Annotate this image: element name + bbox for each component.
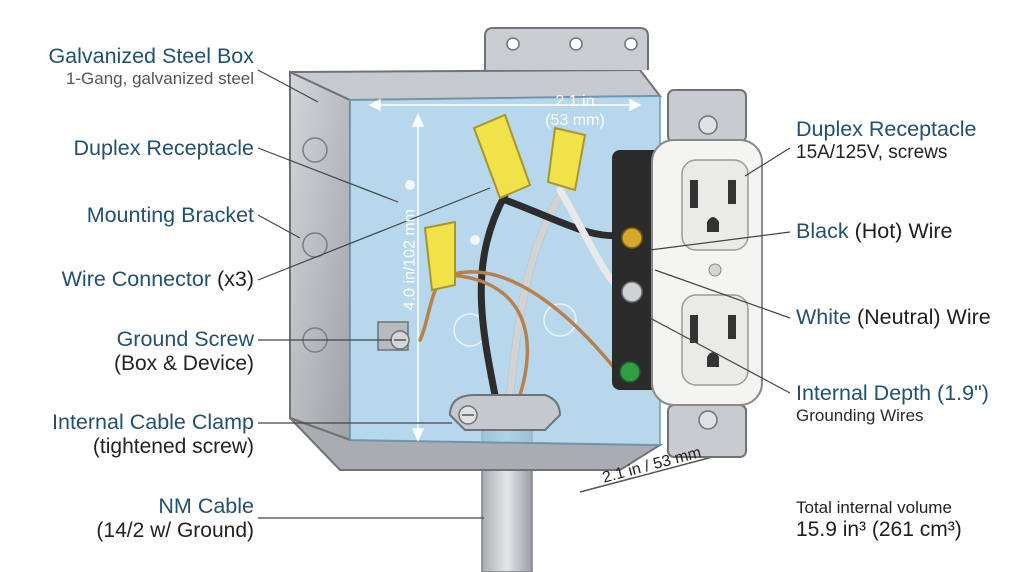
label-secondary: Grounding Wires	[796, 405, 924, 425]
dimension-lines	[368, 98, 721, 493]
dimension-width-imperial: 2.1 in	[555, 93, 595, 110]
label-primary: Ground Screw	[116, 327, 254, 351]
label-secondary: (tightened screw)	[92, 434, 254, 458]
label-primary: Galvanized Steel Box	[48, 44, 254, 68]
label-secondary: (Box & Device)	[113, 351, 254, 375]
label-prefix: Black	[796, 219, 849, 243]
label-primary: Duplex Receptacle	[796, 117, 977, 141]
label-secondary: (14/2 w/ Ground)	[96, 518, 254, 542]
total-volume: Total internal volume 15.9 in³ (261 cm³)	[796, 498, 962, 542]
label-primary: Mounting Bracket	[86, 203, 254, 227]
label-internal-depth: Internal Depth (1.9") Grounding Wires	[796, 381, 989, 425]
label-primary: (Hot) Wire	[854, 219, 953, 243]
dimension-height: 4.0 in/102 mm	[401, 208, 419, 311]
label-duplex-receptacle-right: Duplex Receptacle 15A/125V, screws	[796, 117, 976, 164]
label-galvanized-steel-box: Galvanized Steel Box 1-Gang, galvanized …	[48, 44, 254, 88]
wires	[418, 176, 634, 399]
box-interior	[349, 95, 661, 446]
wire-connectors	[423, 113, 587, 292]
label-primary: Wire Connector	[61, 267, 211, 291]
label-nm-cable: NM Cable (14/2 w/ Ground)	[96, 494, 254, 543]
label-black-hot-wire: Black (Hot) Wire	[796, 219, 953, 244]
label-secondary: 15A/125V, screws	[796, 141, 948, 163]
label-ground-screw: Ground Screw (Box & Device)	[114, 327, 254, 376]
label-primary: Internal Cable Clamp	[52, 410, 254, 434]
label-primary: Internal Depth (1.9")	[796, 381, 989, 405]
label-primary: (Neutral) Wire	[856, 305, 991, 329]
dimension-width-metric: (53 mm)	[545, 112, 605, 130]
dimension-width-top: 2.1 in (53 mm)	[530, 92, 620, 130]
label-primary: Duplex Receptacle	[73, 136, 254, 160]
label-duplex-receptacle-left: Duplex Receptacle	[74, 136, 254, 161]
volume-value: 15.9 in³ (261 cm³)	[796, 517, 962, 541]
duplex-receptacle	[612, 89, 763, 458]
label-mounting-bracket: Mounting Bracket	[87, 203, 254, 228]
label-suffix: (x3)	[216, 267, 254, 291]
label-prefix: White	[796, 305, 851, 329]
label-internal-cable-clamp: Internal Cable Clamp (tightened screw)	[52, 410, 254, 459]
leader-lines	[257, 69, 791, 519]
label-primary: NM Cable	[158, 494, 254, 518]
label-white-neutral-wire: White (Neutral) Wire	[796, 305, 991, 330]
label-secondary: 1-Gang, galvanized steel	[65, 68, 254, 88]
label-wire-connector: Wire Connector (x3)	[62, 267, 254, 292]
ground-screw	[377, 321, 410, 351]
volume-title: Total internal volume	[796, 498, 952, 517]
internal-cable-clamp	[448, 394, 562, 431]
